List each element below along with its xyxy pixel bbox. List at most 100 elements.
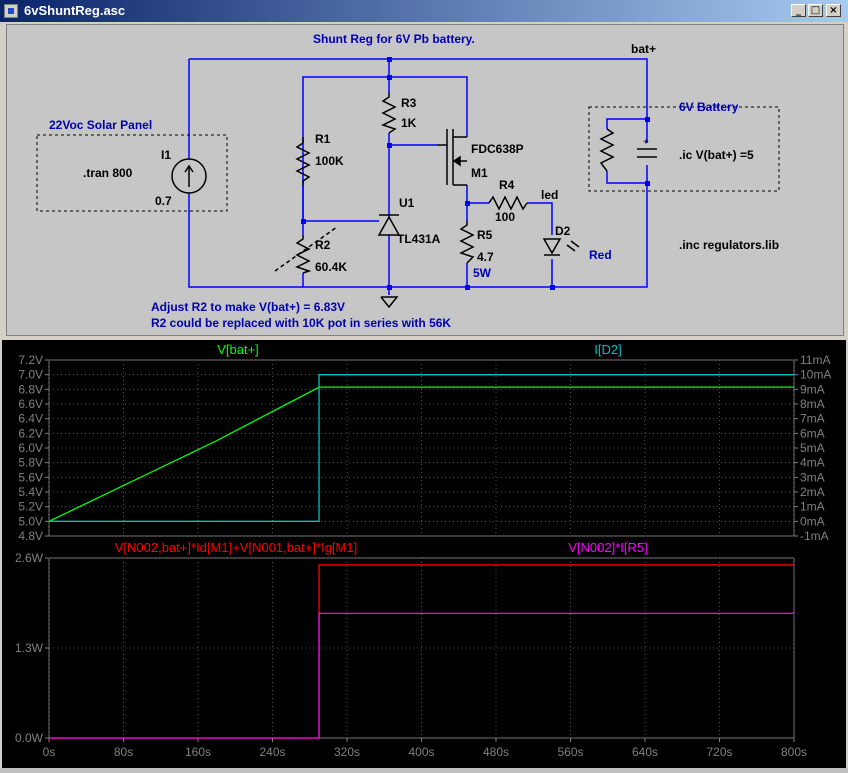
y-tick-label: 1.3W (15, 641, 44, 655)
x-tick-label: 160s (185, 745, 211, 759)
m1-name: M1 (471, 166, 488, 180)
x-tick-label: 720s (706, 745, 732, 759)
title-bar[interactable]: 6vShuntReg.asc _ □ × (0, 0, 848, 22)
x-tick-label: 480s (483, 745, 509, 759)
series-line-4 (49, 612, 794, 739)
tl431-u1 (377, 215, 401, 236)
y-tick-label: 6.8V (18, 382, 43, 396)
y2-tick-label: 5mA (800, 441, 825, 455)
y2-tick-label: 11mA (800, 353, 830, 367)
y2-tick-label: 1mA (800, 500, 825, 514)
r2-value: 60.4K (315, 260, 347, 274)
maximize-button[interactable]: □ (808, 4, 823, 17)
junction-dots (301, 57, 650, 290)
current-source-i1 (171, 158, 207, 194)
minimize-button[interactable]: _ (791, 4, 806, 17)
y-tick-label: 2.6W (15, 551, 44, 565)
x-tick-label: 240s (259, 745, 285, 759)
close-button[interactable]: × (826, 4, 841, 17)
battery-label: 6V Battery (679, 100, 739, 114)
svg-text:+: + (643, 137, 649, 148)
r5-power: 5W (473, 266, 492, 280)
y2-tick-label: 0mA (800, 514, 825, 528)
x-tick-label: 80s (114, 745, 133, 759)
resistor-r5 (459, 221, 475, 264)
series-line-2 (49, 374, 794, 522)
tran-directive[interactable]: .tran 800 (83, 166, 133, 180)
schematic-canvas[interactable]: + Shunt Reg for 6V Pb battery. bat+ 22Vo… (7, 25, 843, 335)
battery-box (588, 106, 780, 192)
x-tick-label: 400s (408, 745, 434, 759)
i1-value: 0.7 (155, 194, 172, 208)
y-tick-label: 6.4V (18, 412, 43, 426)
r3-value: 1K (401, 116, 417, 130)
r5-name: R5 (477, 228, 493, 242)
ground-symbol (380, 296, 399, 309)
y2-tick-label: 10mA (800, 368, 831, 382)
y2-tick-label: 4mA (800, 456, 825, 470)
y-tick-label: 6.6V (18, 397, 43, 411)
y2-tick-label: 8mA (800, 397, 825, 411)
y-tick-label: 7.2V (18, 353, 43, 367)
series-label: V[N002,bat+]*Id[M1]+V[N001,bat+]*Ig[M1] (115, 540, 357, 555)
y-tick-label: 5.6V (18, 470, 43, 484)
x-tick-label: 560s (557, 745, 583, 759)
y2-tick-label: 2mA (800, 485, 825, 499)
y-tick-label: 5.0V (18, 514, 43, 528)
r3-name: R3 (401, 96, 417, 110)
r2-name: R2 (315, 238, 331, 252)
resistor-r3 (381, 93, 397, 134)
y-tick-label: 5.4V (18, 485, 43, 499)
resistor-r4 (488, 195, 528, 211)
y-tick-label: 6.2V (18, 426, 43, 440)
series-label: V[N002]*I[R5] (568, 540, 648, 555)
net-bat-label: bat+ (631, 42, 656, 56)
d2-name: D2 (555, 224, 571, 238)
y2-tick-label: 6mA (800, 426, 825, 440)
components (171, 93, 657, 309)
x-tick-label: 640s (632, 745, 658, 759)
solar-panel-label: 22Voc Solar Panel (49, 118, 152, 132)
y-tick-label: 5.2V (18, 500, 43, 514)
y-tick-label: 0.0W (15, 731, 44, 745)
inc-directive[interactable]: .inc regulators.lib (679, 238, 779, 252)
ic-directive[interactable]: .ic V(bat+) =5 (679, 148, 754, 162)
window-title: 6vShuntReg.asc (24, 3, 126, 18)
y2-tick-label: -1mA (800, 529, 829, 543)
net-led-label: led (541, 188, 558, 202)
window-icon (4, 4, 18, 18)
y-tick-label: 4.8V (18, 529, 43, 543)
schematic-pane[interactable]: + Shunt Reg for 6V Pb battery. bat+ 22Vo… (6, 24, 844, 336)
note-line-1: Adjust R2 to make V(bat+) = 6.83V (151, 300, 345, 314)
x-tick-label: 0s (43, 745, 56, 759)
y2-tick-label: 7mA (800, 412, 825, 426)
u1-name: U1 (399, 196, 415, 210)
resistor-r1 (295, 137, 311, 185)
note-line-2: R2 could be replaced with 10K pot in ser… (151, 316, 451, 330)
pane-splitter[interactable] (0, 336, 848, 340)
m1-part: FDC638P (471, 142, 524, 156)
y2-tick-label: 3mA (800, 470, 825, 484)
r1-value: 100K (315, 154, 344, 168)
r4-value: 100 (495, 210, 515, 224)
r5-value: 4.7 (477, 250, 494, 264)
led-d2 (542, 238, 562, 255)
series-line-1 (48, 386, 794, 522)
y2-tick-label: 9mA (800, 382, 825, 396)
y-tick-label: 7.0V (18, 368, 43, 382)
schematic-title: Shunt Reg for 6V Pb battery. (313, 32, 475, 46)
r4-name: R4 (499, 178, 515, 192)
d2-color: Red (589, 248, 612, 262)
x-tick-label: 320s (334, 745, 360, 759)
series-label: V[bat+] (217, 342, 259, 357)
waveform-canvas[interactable]: 7.2V7.0V6.8V6.6V6.4V6.2V6.0V5.8V5.6V5.4V… (2, 340, 846, 768)
y-tick-label: 5.8V (18, 456, 43, 470)
solar-panel-box (36, 134, 228, 212)
resistor-r2 (295, 235, 312, 274)
x-tick-label: 800s (781, 745, 807, 759)
u1-part: TL431A (397, 232, 441, 246)
wires (188, 58, 648, 295)
y-tick-label: 6.0V (18, 441, 43, 455)
